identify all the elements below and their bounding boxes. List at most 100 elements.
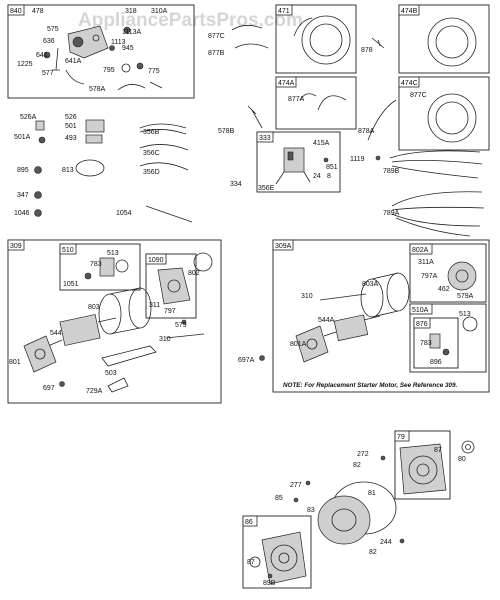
label-578A: 578A <box>89 86 106 93</box>
label-8: 8 <box>327 173 331 180</box>
label-877C-b: 877C <box>410 92 427 99</box>
label-334: 334 <box>230 181 242 188</box>
label-783: 783 <box>90 261 102 268</box>
label-579A: 579A <box>457 293 474 300</box>
label-895: 895 <box>17 167 29 174</box>
label-1054: 1054 <box>116 210 132 217</box>
label-81: 81 <box>368 490 376 497</box>
label-697A: 697A <box>238 357 255 364</box>
label-896: 896 <box>430 359 442 366</box>
label-801: 801 <box>9 359 21 366</box>
label-795: 795 <box>103 67 115 74</box>
label-577: 577 <box>42 70 54 77</box>
label-801A: 801A <box>290 341 307 348</box>
label-82-b: 82 <box>369 549 377 556</box>
label-503: 503 <box>105 370 117 377</box>
label-24: 24 <box>313 173 321 180</box>
label-493: 493 <box>65 135 77 142</box>
label-347: 347 <box>17 192 29 199</box>
label-802: 802 <box>188 270 200 277</box>
group-309A[interactable]: 309A 802A 510A 876 <box>272 239 490 393</box>
group-474C[interactable]: 474C <box>398 76 490 151</box>
label-851: 851 <box>326 164 338 171</box>
label-803: 803 <box>88 304 100 311</box>
label-641A: 641A <box>65 58 82 65</box>
label-1113: 1113 <box>111 39 126 46</box>
group-tag-474A: 474A <box>278 80 295 87</box>
group-tag-1090: 1090 <box>148 257 164 264</box>
label-277: 277 <box>290 482 302 489</box>
label-501A: 501A <box>14 134 31 141</box>
group-79[interactable]: 79 <box>394 430 451 500</box>
label-729A: 729A <box>86 388 103 395</box>
label-83: 83 <box>307 507 315 514</box>
label-544: 544 <box>50 330 62 337</box>
label-544A: 544A <box>318 317 335 324</box>
label-87-a: 87 <box>434 447 442 454</box>
group-86[interactable]: 86 <box>242 515 312 589</box>
group-tag-333: 333 <box>259 135 271 142</box>
label-80: 80 <box>458 456 466 463</box>
group-tag-876: 876 <box>416 321 428 328</box>
group-840[interactable]: 840 <box>7 4 195 99</box>
label-85: 85 <box>275 495 283 502</box>
label-356E: 356E <box>258 185 275 192</box>
label-878A: 878A <box>358 128 375 135</box>
label-356B: 356B <box>143 129 160 136</box>
group-tag-471: 471 <box>278 8 290 15</box>
label-1113A: 1113A <box>122 29 142 36</box>
note-replacement-starter: NOTE: For Replacement Starter Motor, See… <box>283 382 458 389</box>
label-797: 797 <box>164 308 176 315</box>
label-636: 636 <box>43 38 55 45</box>
label-318: 318 <box>125 8 137 15</box>
label-526: 526 <box>65 114 77 121</box>
label-797A: 797A <box>421 273 438 280</box>
label-244: 244 <box>380 539 392 546</box>
label-1119: 1119 <box>350 156 365 163</box>
group-tag-510: 510 <box>62 247 74 254</box>
label-1046: 1046 <box>14 210 30 217</box>
label-813: 813 <box>62 167 74 174</box>
group-471[interactable]: 471 <box>275 4 357 74</box>
label-513-b: 513 <box>459 311 471 318</box>
group-tag-79: 79 <box>397 434 405 441</box>
group-tag-309: 309 <box>10 243 22 250</box>
group-tag-474B: 474B <box>401 8 418 15</box>
group-474A[interactable]: 474A <box>275 76 357 130</box>
label-89B: 89B <box>263 580 276 587</box>
label-579: 579 <box>175 322 187 329</box>
label-1051: 1051 <box>63 281 79 288</box>
label-501: 501 <box>65 123 77 130</box>
label-877B: 877B <box>208 50 225 57</box>
label-513: 513 <box>107 250 119 257</box>
label-775: 775 <box>148 68 160 75</box>
label-578B: 578B <box>218 128 235 135</box>
group-tag-309A: 309A <box>275 243 292 250</box>
group-474B[interactable]: 474B <box>398 4 490 74</box>
label-945: 945 <box>122 45 134 52</box>
label-356D: 356D <box>143 169 160 176</box>
label-82-a: 82 <box>353 462 361 469</box>
label-697: 697 <box>43 385 55 392</box>
label-310: 310 <box>159 336 171 343</box>
label-877C: 877C <box>208 33 225 40</box>
label-415A: 415A <box>313 140 330 147</box>
label-87-b: 87 <box>247 559 255 566</box>
label-1225: 1225 <box>17 61 33 68</box>
label-877A: 877A <box>288 96 305 103</box>
label-311A: 311A <box>418 259 434 266</box>
label-789B: 789B <box>383 168 400 175</box>
group-tag-474C: 474C <box>401 80 418 87</box>
label-803A: 803A <box>362 281 379 288</box>
label-462: 462 <box>438 286 450 293</box>
label-641: 641 <box>36 52 48 59</box>
label-356C: 356C <box>143 150 160 157</box>
group-tag-86: 86 <box>245 519 253 526</box>
group-tag-802A: 802A <box>412 247 429 254</box>
label-575: 575 <box>47 26 59 33</box>
label-783-b: 783 <box>420 340 432 347</box>
label-878: 878 <box>361 47 373 54</box>
label-526A: 526A <box>20 114 37 121</box>
group-333[interactable]: 333 <box>256 131 341 193</box>
group-309[interactable]: 309 510 1090 <box>7 239 222 404</box>
